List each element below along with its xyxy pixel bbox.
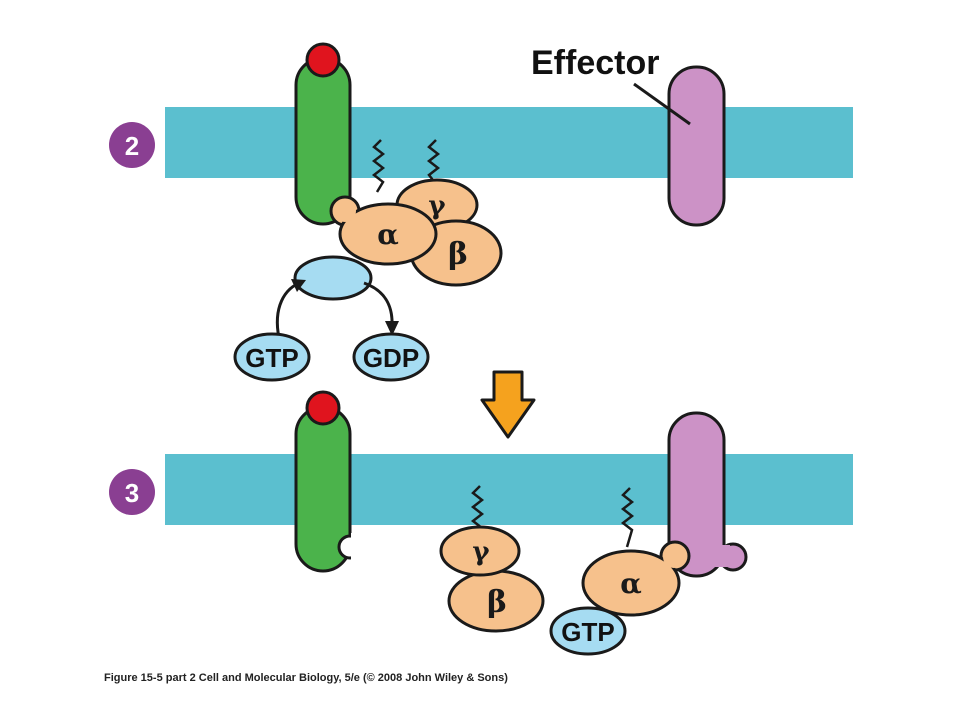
ligand-top bbox=[305, 42, 341, 78]
alpha-subunit-bottom: α bbox=[581, 540, 691, 617]
gamma-label-bottom: γ bbox=[472, 537, 490, 567]
gtp-molecule-bottom: GTP bbox=[549, 606, 627, 656]
gdp-out-arrow bbox=[363, 281, 394, 327]
alpha-subunit-top: α bbox=[329, 195, 438, 266]
gdp-molecule: GDP bbox=[352, 332, 430, 382]
effector-label: Effector bbox=[531, 44, 659, 82]
alpha-label-bottom: α bbox=[620, 567, 642, 600]
gamma-subunit-bottom: γ bbox=[439, 525, 521, 577]
step-number-2: 2 bbox=[125, 131, 139, 161]
effector-top bbox=[667, 65, 726, 227]
membrane-top bbox=[165, 107, 853, 178]
membrane-bottom bbox=[165, 454, 853, 525]
beta-label-top: β bbox=[448, 237, 468, 272]
nucleotide-binding-site bbox=[293, 255, 373, 301]
gamma-label-top: γ bbox=[428, 191, 446, 221]
gtp-label-bottom: GTP bbox=[561, 617, 614, 647]
alpha-label-top: α bbox=[377, 218, 399, 251]
step-badge-2: 2 bbox=[109, 122, 155, 168]
gtp-in-arrow bbox=[275, 280, 303, 339]
effector-bottom bbox=[667, 411, 748, 578]
beta-label-bottom: β bbox=[487, 585, 507, 620]
gdp-label: GDP bbox=[363, 343, 419, 373]
panel-step-3: 3 β γ α bbox=[109, 390, 853, 656]
step-number-3: 3 bbox=[125, 478, 139, 508]
lipid-anchor-alpha-top bbox=[371, 139, 386, 193]
gdp-out-arrowhead bbox=[385, 321, 399, 336]
ligand-bottom bbox=[305, 390, 341, 426]
gtp-in-arrowhead bbox=[291, 279, 306, 292]
receptor-bottom bbox=[294, 405, 365, 573]
lipid-anchor-gamma-top bbox=[426, 139, 441, 185]
panel-step-2: 2 Effector γ β α bbox=[109, 42, 853, 382]
gtp-label-top: GTP bbox=[245, 343, 298, 373]
beta-subunit-bottom: β bbox=[447, 569, 545, 633]
figure-caption: Figure 15-5 part 2 Cell and Molecular Bi… bbox=[104, 672, 508, 684]
step-badge-3: 3 bbox=[109, 469, 155, 515]
effector-pointer-line bbox=[633, 82, 691, 126]
lipid-anchor-alpha-bottom bbox=[620, 487, 635, 548]
transition-arrow bbox=[480, 370, 536, 439]
gtp-molecule-top: GTP bbox=[233, 332, 311, 382]
